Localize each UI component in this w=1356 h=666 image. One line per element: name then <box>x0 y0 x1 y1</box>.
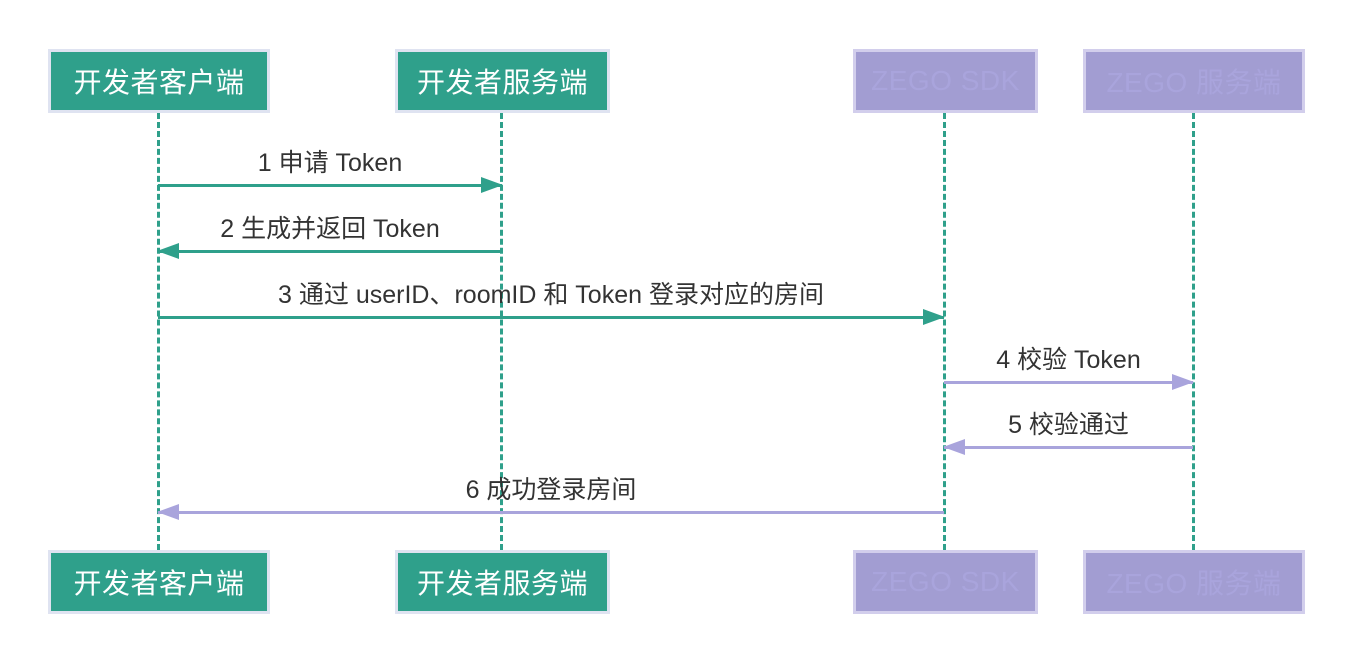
lifeline-zego-server <box>1192 113 1195 550</box>
message-label: 6 成功登录房间 <box>465 476 637 504</box>
message-label: 3 通过 userID、roomID 和 Token 登录对应的房间 <box>278 281 824 309</box>
message-label: 1 申请 Token <box>257 149 403 177</box>
arrow-line <box>944 374 1194 390</box>
arrow-line <box>943 439 1193 455</box>
message-3-login-room: 3 通过 userID、roomID 和 Token 登录对应的房间 <box>158 281 945 325</box>
actor-zego-sdk-top: ZEGO SDK <box>853 49 1038 113</box>
message-2-return-token: 2 生成并返回 Token <box>157 215 502 259</box>
lifeline-developer-server <box>500 113 503 550</box>
actor-zego-server-top: ZEGO 服务端 <box>1083 49 1305 113</box>
actor-zego-server-bottom: ZEGO 服务端 <box>1083 550 1305 614</box>
arrow-left-icon <box>157 243 179 259</box>
actor-label: ZEGO 服务端 <box>1106 568 1282 599</box>
actor-label: 开发者服务端 <box>416 67 588 98</box>
message-5-verify-passed: 5 校验通过 <box>943 411 1193 455</box>
arrow-right-icon <box>481 177 503 193</box>
lifeline-developer-client <box>157 113 160 550</box>
actor-developer-server-bottom: 开发者服务端 <box>395 550 610 614</box>
message-label: 4 校验 Token <box>996 346 1141 374</box>
lifeline-zego-sdk <box>943 113 946 550</box>
message-1-request-token: 1 申请 Token <box>158 149 503 193</box>
message-6-login-success: 6 成功登录房间 <box>157 476 944 520</box>
arrow-left-icon <box>943 439 965 455</box>
arrow-right-icon <box>1172 374 1194 390</box>
arrow-right-icon <box>923 309 945 325</box>
actor-label: ZEGO 服务端 <box>1106 67 1282 98</box>
arrow-line <box>158 177 503 193</box>
arrow-left-icon <box>157 504 179 520</box>
message-4-verify-token: 4 校验 Token <box>944 346 1194 390</box>
arrow-line <box>157 243 502 259</box>
actor-label: ZEGO SDK <box>871 566 1020 597</box>
arrow-line <box>158 309 945 325</box>
actor-label: 开发者客户端 <box>73 67 245 98</box>
actor-label: 开发者服务端 <box>416 568 588 599</box>
actor-developer-client-bottom: 开发者客户端 <box>48 550 270 614</box>
actor-developer-server-top: 开发者服务端 <box>395 49 610 113</box>
actor-label: ZEGO SDK <box>871 65 1020 96</box>
actor-zego-sdk-bottom: ZEGO SDK <box>853 550 1038 614</box>
arrow-line <box>157 504 944 520</box>
actor-developer-client-top: 开发者客户端 <box>48 49 270 113</box>
message-label: 2 生成并返回 Token <box>220 215 440 243</box>
message-label: 5 校验通过 <box>1008 411 1129 439</box>
actor-label: 开发者客户端 <box>73 568 245 599</box>
